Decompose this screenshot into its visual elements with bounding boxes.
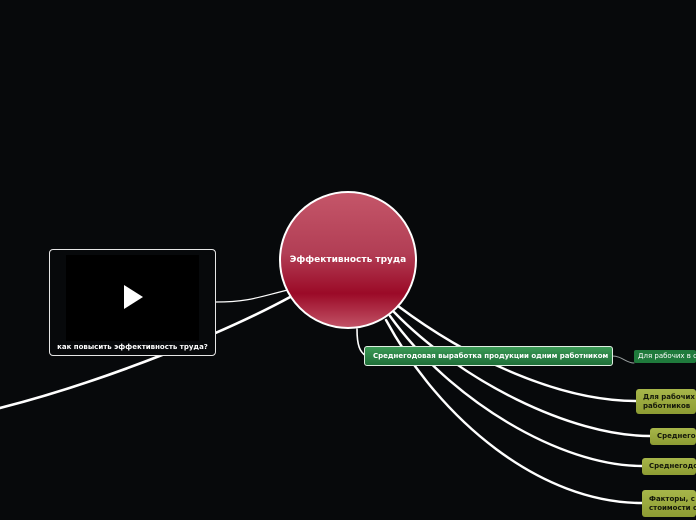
branch-label-line1: Факторы, с bbox=[649, 494, 695, 503]
connector-b2 bbox=[396, 304, 638, 403]
branch-node-annual-1[interactable]: Среднегод bbox=[650, 428, 696, 445]
branch-node-for-workers[interactable]: Для рабочих работников bbox=[636, 389, 696, 414]
connector-b4 bbox=[388, 314, 644, 468]
branch-label-line2: работников bbox=[643, 401, 691, 410]
central-topic-label: Эффективность труда bbox=[289, 255, 407, 265]
branch-label: Среднегодовая выработка продукции одним … bbox=[373, 351, 609, 360]
branch-node-workers-child[interactable]: Для рабочих в с bbox=[634, 350, 696, 363]
branch-label: Для рабочих в с bbox=[638, 352, 696, 360]
branch-node-factors[interactable]: Факторы, с стоимости с bbox=[642, 490, 696, 517]
central-topic[interactable]: Эффективность труда bbox=[279, 191, 417, 329]
branch-label: Среднегодо bbox=[649, 462, 696, 470]
branch-label: Среднегод bbox=[657, 432, 696, 440]
connector-b3 bbox=[392, 310, 652, 438]
video-thumbnail[interactable] bbox=[66, 255, 199, 341]
video-caption: как повысить эффективность труда? bbox=[57, 343, 208, 351]
branch-label-line2: стоимости с bbox=[649, 503, 696, 512]
play-icon[interactable] bbox=[124, 285, 143, 309]
branch-node-annual-2[interactable]: Среднегодо bbox=[642, 458, 696, 475]
connector-video bbox=[215, 289, 289, 303]
branch-node-average-output[interactable]: Среднегодовая выработка продукции одним … bbox=[364, 346, 613, 366]
connector-b1-child bbox=[611, 355, 635, 364]
branch-label-line1: Для рабочих bbox=[643, 392, 695, 401]
video-card[interactable]: как повысить эффективность труда? bbox=[49, 249, 216, 356]
